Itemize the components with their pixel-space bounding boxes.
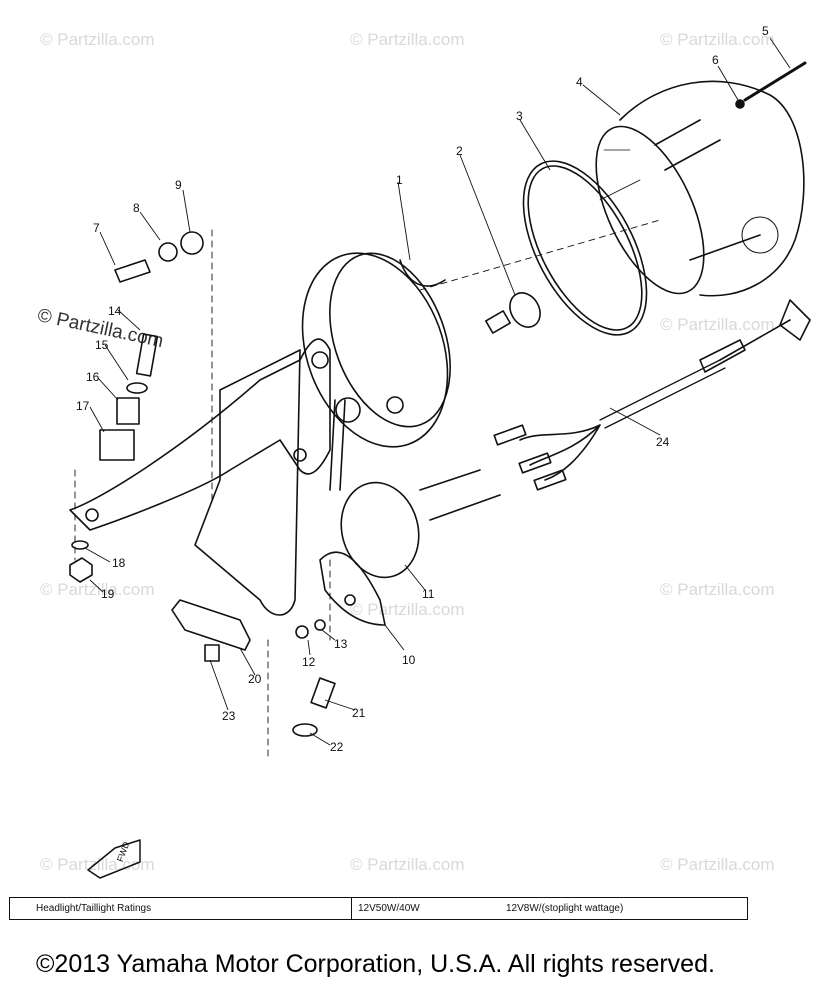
long-bolt-part [735, 61, 807, 109]
fwd-label: FWD [115, 840, 132, 863]
callout-11: 11 [422, 587, 435, 601]
lower-hardware [204, 619, 336, 737]
ratings-label: Headlight/Taillight Ratings [10, 898, 352, 919]
mount-stack [69, 333, 159, 583]
round-plate-part [329, 399, 420, 579]
bracket-part [69, 338, 386, 626]
watermark: © Partzilla.com [350, 30, 465, 49]
ratings-table: Headlight/Taillight Ratings 12V50W/40W 1… [9, 897, 748, 920]
callout-21: 21 [352, 706, 366, 720]
callout-22: 22 [330, 740, 344, 754]
bolt-washer-group [114, 231, 204, 283]
callout-10: 10 [402, 653, 416, 667]
lens-ring-part [522, 160, 648, 336]
callout-16: 16 [86, 370, 100, 384]
callout-24: 24 [656, 435, 670, 449]
watermark: © Partzilla.com [40, 855, 155, 874]
callout-4: 4 [576, 75, 583, 89]
callout-15: 15 [95, 338, 109, 352]
watermark: © Partzilla.com [350, 855, 465, 874]
wiring-harness-part [419, 299, 811, 521]
callout-17: 17 [76, 399, 90, 413]
watermark: © Partzilla.com [660, 30, 775, 49]
callout-19: 19 [101, 587, 115, 601]
callout-13: 13 [334, 637, 348, 651]
callout-5: 5 [762, 24, 769, 38]
leader-lines [84, 37, 791, 746]
callout-12: 12 [302, 655, 316, 669]
callout-7: 7 [93, 221, 100, 235]
socket-plate-part [301, 252, 451, 448]
alignment-lines [74, 219, 661, 761]
taillight-housing-part [595, 80, 805, 297]
watermark: © Partzilla.com [660, 315, 775, 334]
bulb-part [485, 292, 541, 334]
callout-1: 1 [396, 173, 403, 187]
callout-14: 14 [108, 304, 122, 318]
callout-23: 23 [222, 709, 236, 723]
callout-2: 2 [456, 144, 463, 158]
copyright-notice: ©2013 Yamaha Motor Corporation, U.S.A. A… [36, 950, 715, 978]
watermark: © Partzilla.com [40, 30, 155, 49]
callout-3: 3 [516, 109, 523, 123]
callout-20: 20 [248, 672, 262, 686]
watermark: © Partzilla.com [660, 580, 775, 599]
watermark: © Partzilla.com [660, 855, 775, 874]
watermark: © Partzilla.com [40, 580, 155, 599]
callout-18: 18 [112, 556, 126, 570]
callout-9: 9 [175, 178, 182, 192]
fwd-arrow-icon [87, 839, 141, 879]
watermark: © Partzilla.com [350, 600, 465, 619]
reflector-part [171, 599, 251, 651]
callout-6: 6 [712, 53, 719, 67]
ratings-value-2: 12V8W/(stoplight wattage) [506, 903, 624, 914]
callout-8: 8 [133, 201, 140, 215]
ratings-value-1: 12V50W/40W [358, 903, 420, 914]
